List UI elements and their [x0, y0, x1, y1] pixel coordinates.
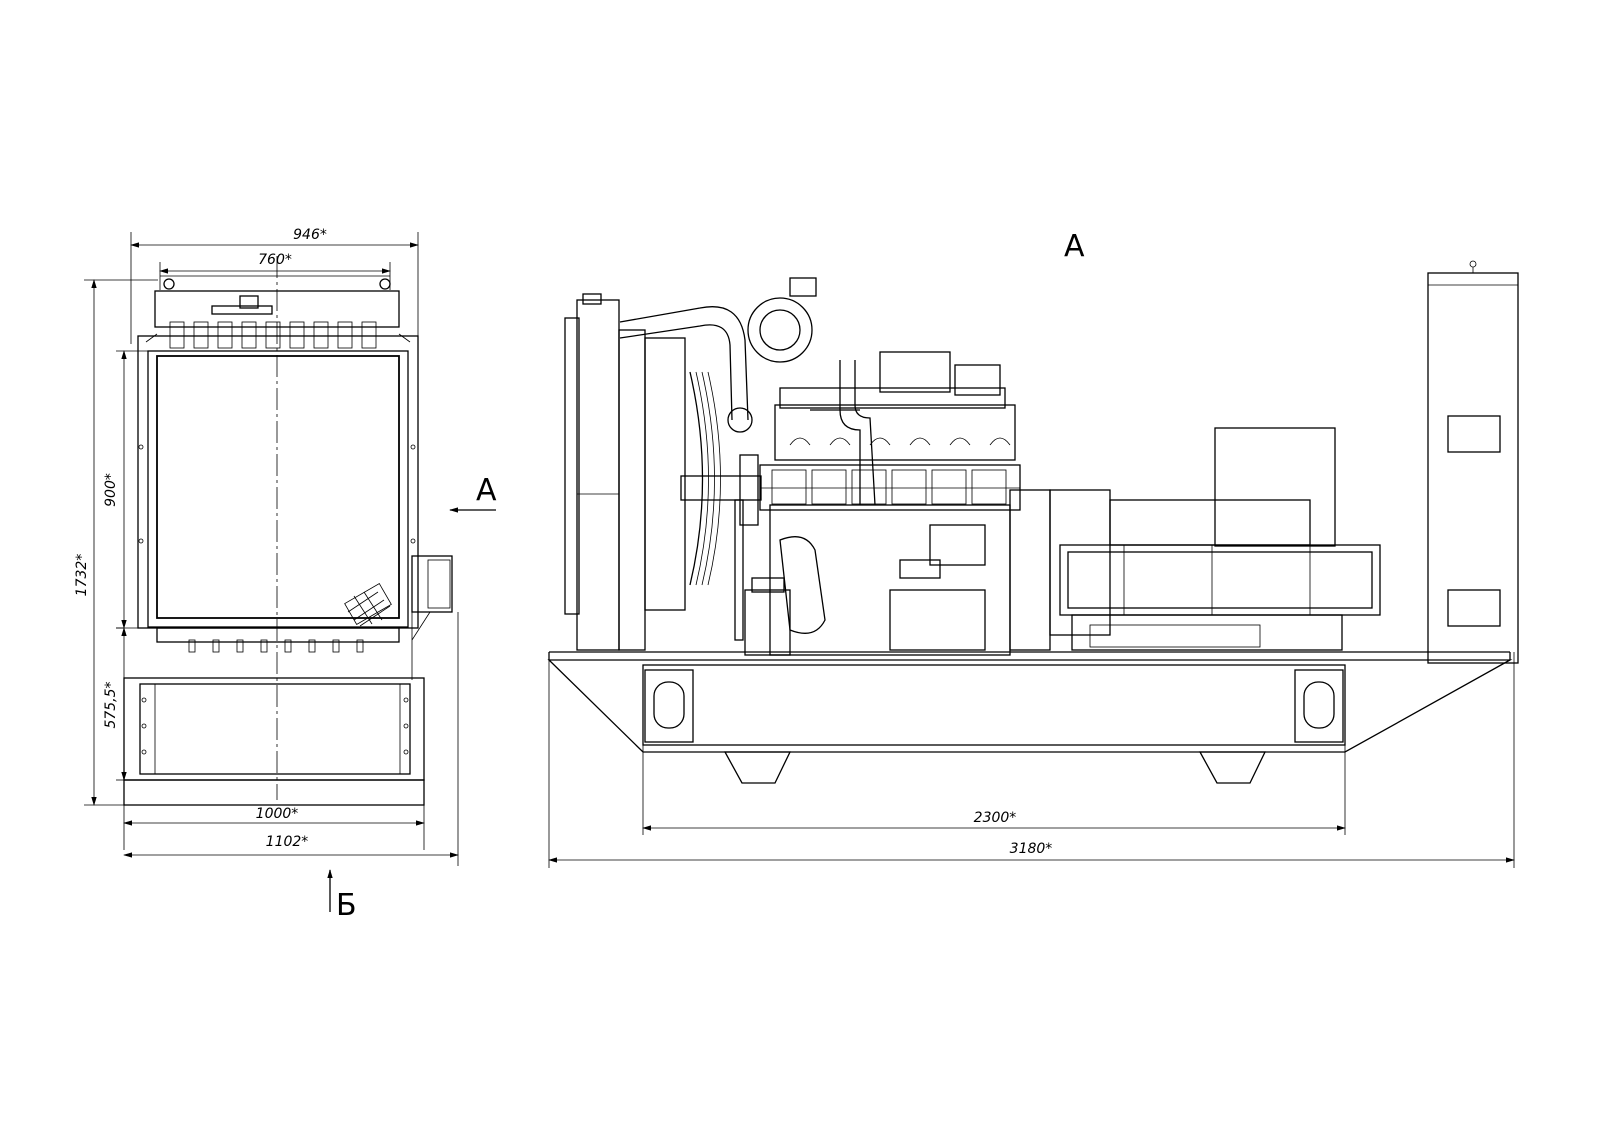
side-view-dimensions: 2300* 3180*: [548, 652, 1515, 868]
side-view: [547, 260, 1519, 784]
view-a-title: A: [1064, 229, 1085, 264]
fan-guard: [689, 371, 721, 586]
dim-width-base-outer: 1102*: [266, 834, 309, 850]
view-arrow-a: A: [449, 473, 497, 513]
radiator-top-fins: [169, 321, 377, 349]
exhaust-manifold-ports: [789, 437, 1011, 446]
engine-cylinder-heads: [771, 469, 1007, 505]
fan-guard-hatch: [344, 583, 392, 627]
dim-length-frame: 2300*: [974, 810, 1017, 826]
arrow-a-label: A: [476, 473, 497, 508]
view-arrow-b: Б: [327, 869, 357, 923]
dim-width-base-inner: 1000*: [256, 806, 299, 822]
arrow-b-label: Б: [336, 888, 357, 923]
dim-height-total: 1732*: [74, 554, 90, 597]
front-view: [123, 256, 453, 806]
dim-height-radiator: 900*: [103, 473, 119, 507]
radiator-bottom-fins: [188, 639, 364, 653]
front-view-dimensions: 946* 760* 1732* 900* 575,5* 1000* 1102*: [74, 227, 459, 866]
dim-height-base: 575,5*: [103, 681, 119, 728]
dim-width-overall-front: 946*: [293, 227, 327, 243]
dim-length-overall: 3180*: [1010, 841, 1053, 857]
dim-width-radiator: 760*: [258, 252, 292, 268]
